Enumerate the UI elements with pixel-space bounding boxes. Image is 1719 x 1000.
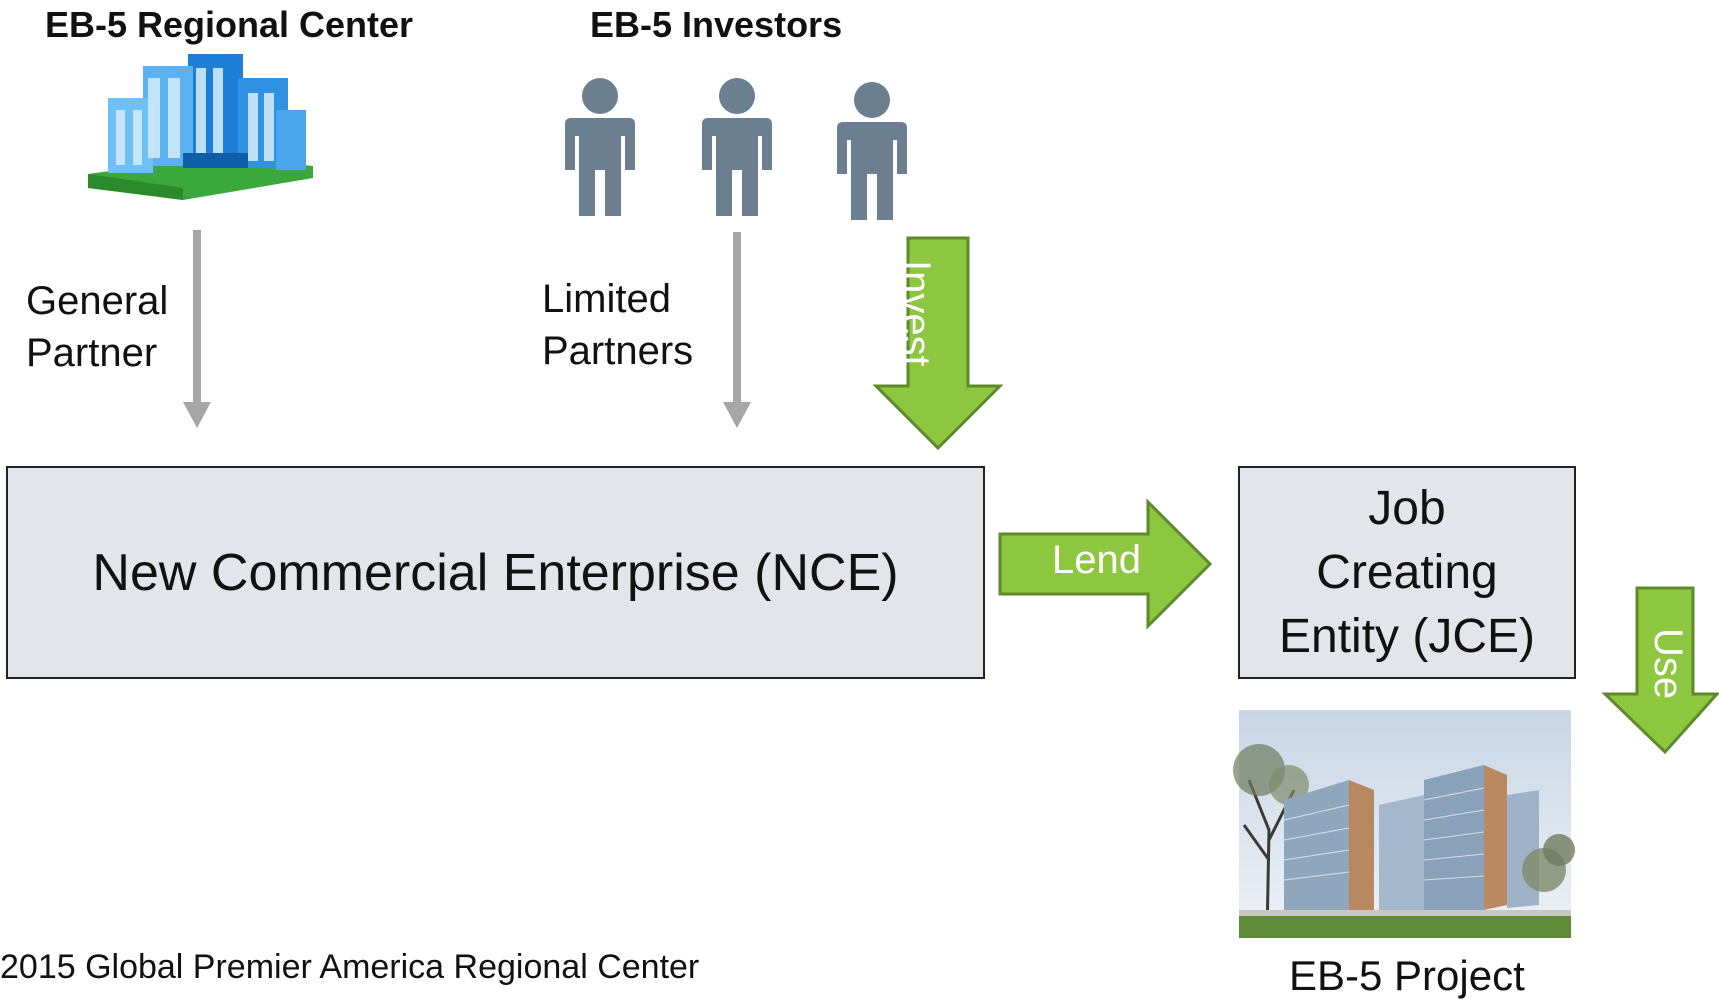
lend-label: Lend (1052, 538, 1141, 582)
use-arrow (1601, 586, 1719, 755)
nce-label: New Commercial Enterprise (NCE) (92, 543, 899, 602)
general-partner-arrow (183, 230, 211, 428)
jce-label: Job Creating Entity (JCE) (1278, 481, 1536, 663)
investor-person-icon (702, 78, 772, 216)
project-building-image (1233, 710, 1575, 939)
jce-box: Job Creating Entity (JCE) (1238, 466, 1576, 679)
nce-box: New Commercial Enterprise (NCE) (6, 466, 985, 679)
limited-partners-arrow (723, 232, 751, 428)
office-building-icon (88, 54, 313, 200)
general-partner-label: General Partner (26, 279, 169, 375)
regional-center-title: EB-5 Regional Center (45, 4, 414, 45)
project-caption: EB-5 Project (1289, 952, 1525, 999)
copyright-footer: 2015 Global Premier America Regional Cen… (0, 948, 700, 986)
invest-arrow (872, 236, 1004, 451)
limited-partners-label: Limited Partners (542, 277, 694, 373)
investor-person-icon (565, 78, 635, 216)
investor-person-icon (837, 82, 907, 220)
invest-label: Invest (894, 260, 938, 367)
use-label: Use (1646, 628, 1690, 700)
lend-arrow (998, 498, 1213, 630)
investors-title: EB-5 Investors (590, 4, 843, 45)
